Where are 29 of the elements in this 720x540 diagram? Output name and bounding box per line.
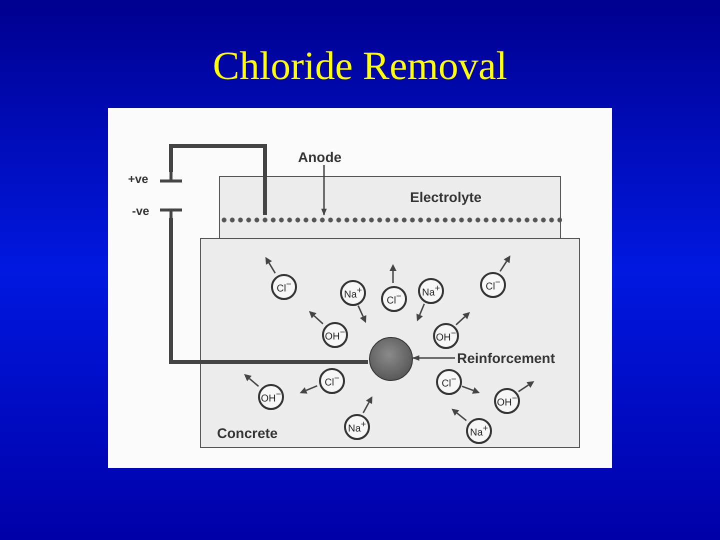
ion-circle: Na$^{+}$ xyxy=(418,278,444,304)
callout-label: Anode xyxy=(298,149,350,165)
ion-circle: Cl$^{−}$ xyxy=(271,274,297,300)
ion-circle: Cl$^{−}$ xyxy=(436,369,462,395)
anode-mesh xyxy=(220,216,562,224)
layer-label: Electrolyte xyxy=(410,189,482,205)
ion-circle: Na$^{+}$ xyxy=(466,418,492,444)
battery-symbol xyxy=(126,172,184,218)
ion-circle: Na$^{+}$ xyxy=(340,280,366,306)
slide-title: Chloride Removal xyxy=(212,42,508,89)
ion-circle: Na$^{+}$ xyxy=(344,414,370,440)
reinforcement-bar xyxy=(369,337,413,381)
concrete-block xyxy=(200,238,580,448)
ion-circle: Cl$^{−}$ xyxy=(480,272,506,298)
arrow xyxy=(412,355,455,361)
ion-circle: OH$^{−}$ xyxy=(494,388,520,414)
ion-circle: OH$^{−}$ xyxy=(433,323,459,349)
wire xyxy=(169,144,267,215)
arrow xyxy=(321,165,327,216)
wire xyxy=(169,218,368,364)
ion-circle: Cl$^{−}$ xyxy=(381,286,407,312)
terminal-label: +ve xyxy=(128,172,148,186)
ion-circle: Cl$^{−}$ xyxy=(319,368,345,394)
ion-circle: OH$^{−}$ xyxy=(322,322,348,348)
terminal-label: -ve xyxy=(132,204,150,218)
ion-circle: OH$^{−}$ xyxy=(258,384,284,410)
layer-label: Concrete xyxy=(217,425,278,441)
callout-label: Reinforcement xyxy=(457,350,569,366)
electrolyte-layer xyxy=(219,176,561,239)
